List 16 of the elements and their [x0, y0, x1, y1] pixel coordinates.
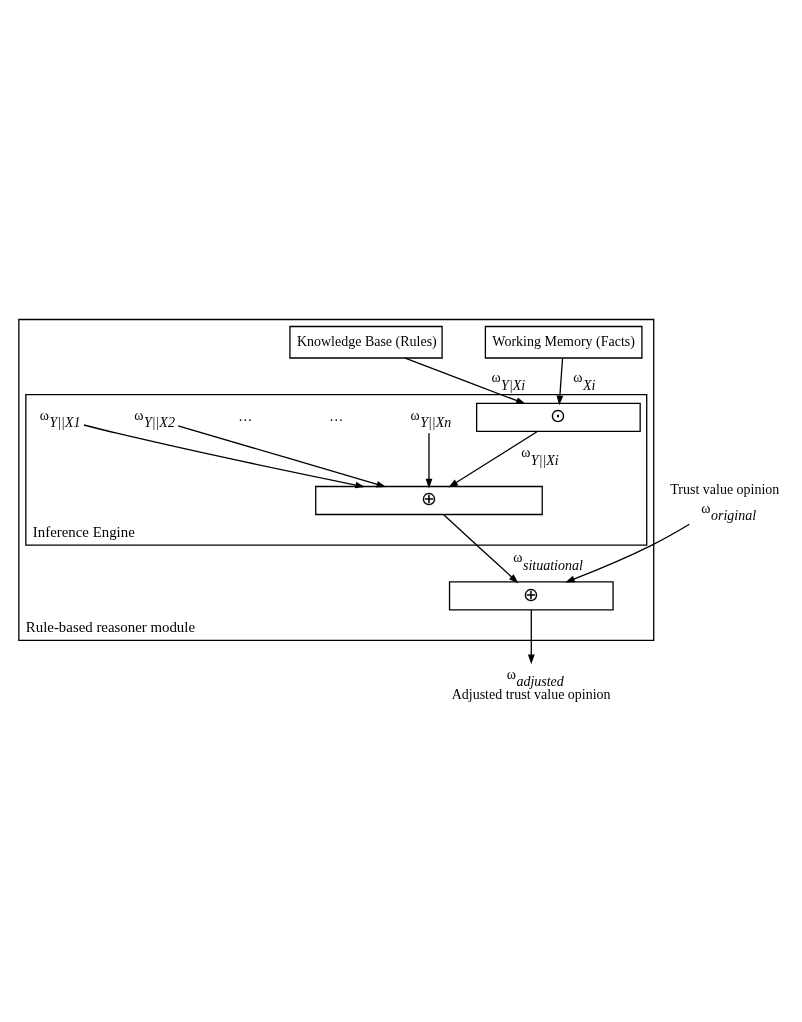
node-box: ⊕ — [448, 581, 614, 611]
arrow — [442, 513, 519, 584]
arrow — [448, 430, 538, 488]
arrow — [83, 424, 365, 489]
arrow — [425, 432, 433, 489]
arrow — [177, 425, 387, 488]
arrow — [565, 523, 691, 583]
label: … — [329, 408, 344, 424]
node-box: ⊕ — [315, 485, 543, 516]
arrow — [527, 609, 535, 665]
arrow — [404, 357, 526, 405]
arrow — [556, 357, 564, 406]
node-box: Working Memory (Facts) — [484, 325, 643, 359]
node-box: ⊙ — [476, 402, 641, 433]
label: … — [238, 408, 253, 424]
node-box: Knowledge Base (Rules) — [289, 325, 443, 359]
